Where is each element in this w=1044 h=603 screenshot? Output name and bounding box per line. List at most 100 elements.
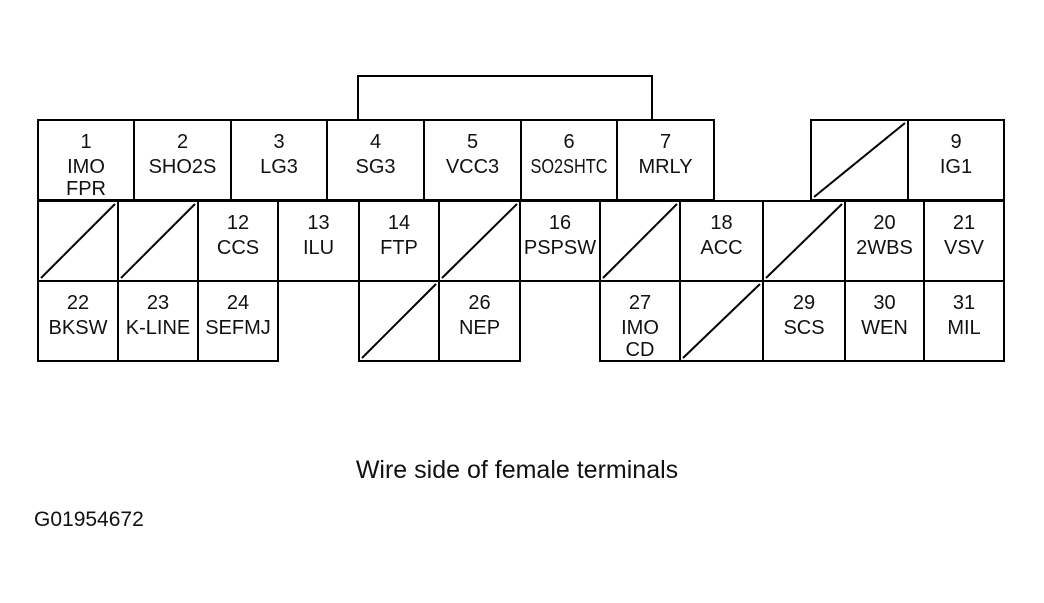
pin-signal-label: VSV xyxy=(944,237,985,259)
terminal-cell xyxy=(923,280,1005,362)
terminal-cell xyxy=(923,200,1005,282)
pin-signal-label: ILU xyxy=(303,237,334,259)
pin-signal-label: PSPSW xyxy=(524,237,596,259)
pin-number: 3 xyxy=(273,131,284,153)
pin-number: 27 xyxy=(629,292,651,314)
connector-lock-tab xyxy=(357,75,653,120)
pin-number: 14 xyxy=(388,212,410,234)
pin-signal-label: MIL xyxy=(947,317,980,339)
pin-number: 2 xyxy=(177,131,188,153)
pin-number: 9 xyxy=(950,131,961,153)
pin-number: 30 xyxy=(873,292,895,314)
pin-signal-label: K-LINE xyxy=(126,317,190,339)
terminal-cell xyxy=(197,280,279,362)
pin-signal-label: 2WBS xyxy=(856,237,913,259)
terminal-23: 23K-LINE xyxy=(117,280,199,362)
pin-number: 31 xyxy=(953,292,975,314)
pin-signal-label: SCS xyxy=(783,317,824,339)
terminal-cell xyxy=(133,119,232,201)
terminal-20: 20 2WBS xyxy=(844,200,925,282)
terminal-cell xyxy=(117,280,199,362)
pin-signal-label: CCS xyxy=(217,237,259,259)
empty-cavity-slash xyxy=(40,203,116,279)
terminal-cell xyxy=(520,119,618,201)
empty-cavity-slash xyxy=(361,283,437,359)
pin-signal-label: VCC3 xyxy=(446,156,499,178)
pin-signal-label: BKSW xyxy=(49,317,108,339)
blank-terminal xyxy=(599,200,681,282)
blank-terminal xyxy=(117,200,199,282)
pin-number: 26 xyxy=(468,292,490,314)
pin-signal-label: SG3 xyxy=(355,156,395,178)
pin-number: 6 xyxy=(563,131,574,153)
pin-signal-label: SHO2S xyxy=(149,156,217,178)
pin-number: 22 xyxy=(67,292,89,314)
pin-signal-label: MRLY xyxy=(638,156,692,178)
pin-number: 4 xyxy=(370,131,381,153)
terminal-cell xyxy=(844,280,925,362)
pin-signal-label: IG1 xyxy=(940,156,972,178)
terminal-grid: 1IMOFPR2SHO2S3LG34SG35VCC36SO2SHTC7MRLY9… xyxy=(37,119,1005,362)
pin-number: 12 xyxy=(227,212,249,234)
pin-signal-label: LG3 xyxy=(260,156,298,178)
pin-signal-label: FPR xyxy=(66,178,106,200)
terminal-cell xyxy=(277,200,360,282)
blank-terminal xyxy=(810,119,909,201)
terminal-cell xyxy=(679,200,764,282)
empty-cavity-slash xyxy=(602,203,678,279)
empty-cavity-slash xyxy=(682,283,761,359)
pin-number: 29 xyxy=(793,292,815,314)
pin-number: 13 xyxy=(307,212,329,234)
pin-signal-label: SEFMJ xyxy=(205,317,271,339)
pin-number: 7 xyxy=(660,131,671,153)
terminal-cell xyxy=(358,200,440,282)
figure-id: G01954672 xyxy=(34,508,144,531)
empty-cavity-slash xyxy=(813,122,906,198)
terminal-cell xyxy=(762,280,846,362)
pin-signal-label: SO2SHTC xyxy=(531,156,608,178)
blank-terminal xyxy=(679,280,764,362)
pin-number: 20 xyxy=(873,212,895,234)
pin-number: 24 xyxy=(227,292,249,314)
blank-terminal xyxy=(37,200,119,282)
pin-number: 16 xyxy=(549,212,571,234)
blank-terminal xyxy=(438,200,521,282)
empty-cavity-slash xyxy=(765,203,843,279)
terminal-cell xyxy=(438,280,521,362)
pin-number: 21 xyxy=(953,212,975,234)
pin-signal-label: IMO xyxy=(621,317,659,339)
terminal-cell xyxy=(907,119,1005,201)
pin-number: 18 xyxy=(710,212,732,234)
blank-terminal xyxy=(358,280,440,362)
blank-terminal xyxy=(762,200,846,282)
pin-signal-label: IMO xyxy=(67,156,105,178)
empty-cavity-slash xyxy=(441,203,518,279)
terminal-cell xyxy=(37,119,135,201)
pin-number: 1 xyxy=(80,131,91,153)
pin-signal-label: CD xyxy=(626,339,655,361)
diagram-caption: Wire side of female terminals xyxy=(355,456,679,484)
terminal-cell xyxy=(197,200,279,282)
pin-signal-label: WEN xyxy=(861,317,908,339)
pin-signal-label: NEP xyxy=(459,317,500,339)
